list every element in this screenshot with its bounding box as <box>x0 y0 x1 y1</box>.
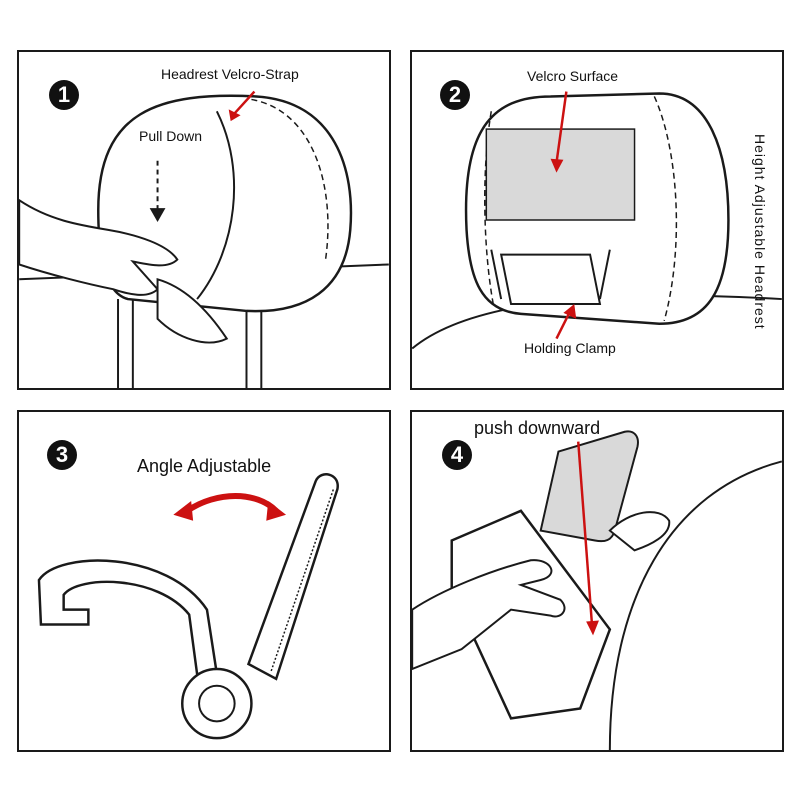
step-number-badge: 4 <box>442 440 472 470</box>
step-number-badge: 1 <box>49 80 79 110</box>
height-adjustable-label: Height Adjustable Headrest <box>752 134 768 330</box>
step-2-panel: 2 Velcro Surface Holding Clamp Height Ad… <box>410 50 784 390</box>
pull-down-label: Pull Down <box>139 128 203 144</box>
headrest-back-illustration <box>412 91 782 350</box>
velcro-surface-label: Velcro Surface <box>527 68 619 84</box>
step-number-badge: 2 <box>440 80 470 110</box>
push-downward-label: push downward <box>474 418 601 438</box>
push-downward-illustration <box>412 430 782 750</box>
angle-adjustable-label: Angle Adjustable <box>137 456 272 476</box>
holding-clamp-label: Holding Clamp <box>524 340 616 356</box>
step-3-panel: 3 Angle Adjustable <box>17 410 391 752</box>
angle-adjust-illustration <box>37 473 339 740</box>
velcro-strap-label: Headrest Velcro-Strap <box>161 66 299 82</box>
step-number-badge: 3 <box>47 440 77 470</box>
headrest-strap-illustration <box>19 90 389 388</box>
step-1-panel: 1 Headrest Velcro-Strap Pull Down <box>17 50 391 390</box>
step-4-panel: 4 push downward <box>410 410 784 752</box>
